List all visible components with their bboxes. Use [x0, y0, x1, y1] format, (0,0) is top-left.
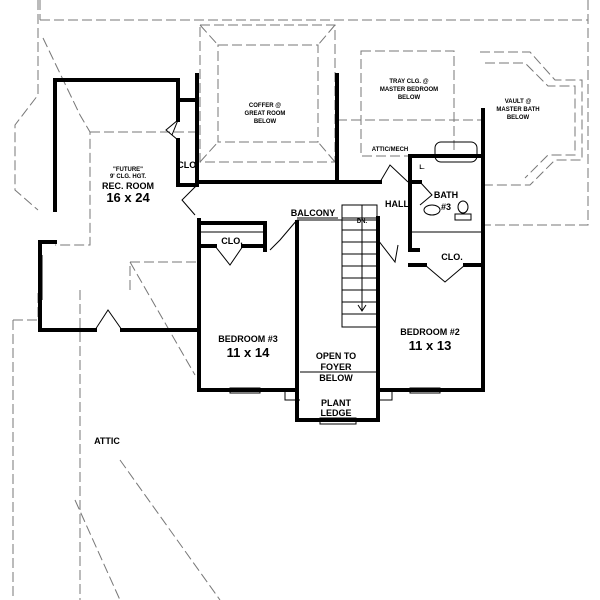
- bath3-label: BATH: [434, 190, 458, 200]
- roof-outline-dashed: [12, 0, 589, 600]
- bedroom2-name: BEDROOM #2: [400, 327, 460, 337]
- bath3-number: #3: [441, 202, 451, 212]
- rec-room-size: 16 x 24: [106, 190, 150, 205]
- rec-room-note: "FUTURE": [113, 167, 143, 173]
- attic-label: ATTIC: [94, 436, 120, 446]
- master-bath-label-1: VAULT @: [505, 99, 532, 105]
- great-room-label-2: GREAT ROOM: [245, 111, 286, 117]
- attic-mech-label: ATTIC/MECH: [372, 147, 409, 153]
- doors: [94, 119, 466, 331]
- room-labels: "FUTURE" 9' CLG. HGT. REC. ROOM 16 x 24 …: [94, 79, 540, 446]
- linen-label: L.: [419, 165, 425, 171]
- bedroom3-closet-label: CLO.: [221, 236, 243, 246]
- bedroom2-size: 11 x 13: [409, 338, 452, 353]
- master-bath-label-3: BELOW: [507, 115, 530, 121]
- rec-room-name: REC. ROOM: [102, 181, 154, 191]
- plant-ledge-label-2: LEDGE: [320, 408, 351, 418]
- stair-down-label: DN.: [357, 219, 368, 225]
- bedroom3-size: 11 x 14: [227, 345, 270, 360]
- sink: [423, 204, 441, 216]
- master-bedroom-label-3: BELOW: [398, 95, 421, 101]
- fixtures: [39, 141, 483, 425]
- open-foyer-label-2: FOYER: [320, 362, 352, 372]
- rec-room-ceiling: 9' CLG. HGT.: [110, 174, 146, 180]
- toilet: [457, 200, 469, 214]
- open-foyer-label-1: OPEN TO: [316, 351, 356, 361]
- rec-closet-label: CLO.: [177, 160, 199, 170]
- master-bedroom-label-1: TRAY CLG. @: [389, 79, 428, 85]
- master-bath-label-2: MASTER BATH: [496, 107, 539, 113]
- hall-label: HALL: [385, 199, 409, 209]
- great-room-label-3: BELOW: [254, 119, 277, 125]
- balcony-label: BALCONY: [291, 208, 336, 218]
- open-foyer-label-3: BELOW: [319, 373, 353, 383]
- master-bedroom-label-2: MASTER BEDROOM: [380, 87, 438, 93]
- bedroom3-name: BEDROOM #3: [218, 334, 278, 344]
- plant-ledge-label-1: PLANT: [321, 398, 351, 408]
- bathtub: [434, 141, 478, 163]
- bedroom2-closet-label: CLO.: [441, 252, 463, 262]
- great-room-label-1: COFFER @: [249, 103, 281, 109]
- walls: [38, 73, 485, 422]
